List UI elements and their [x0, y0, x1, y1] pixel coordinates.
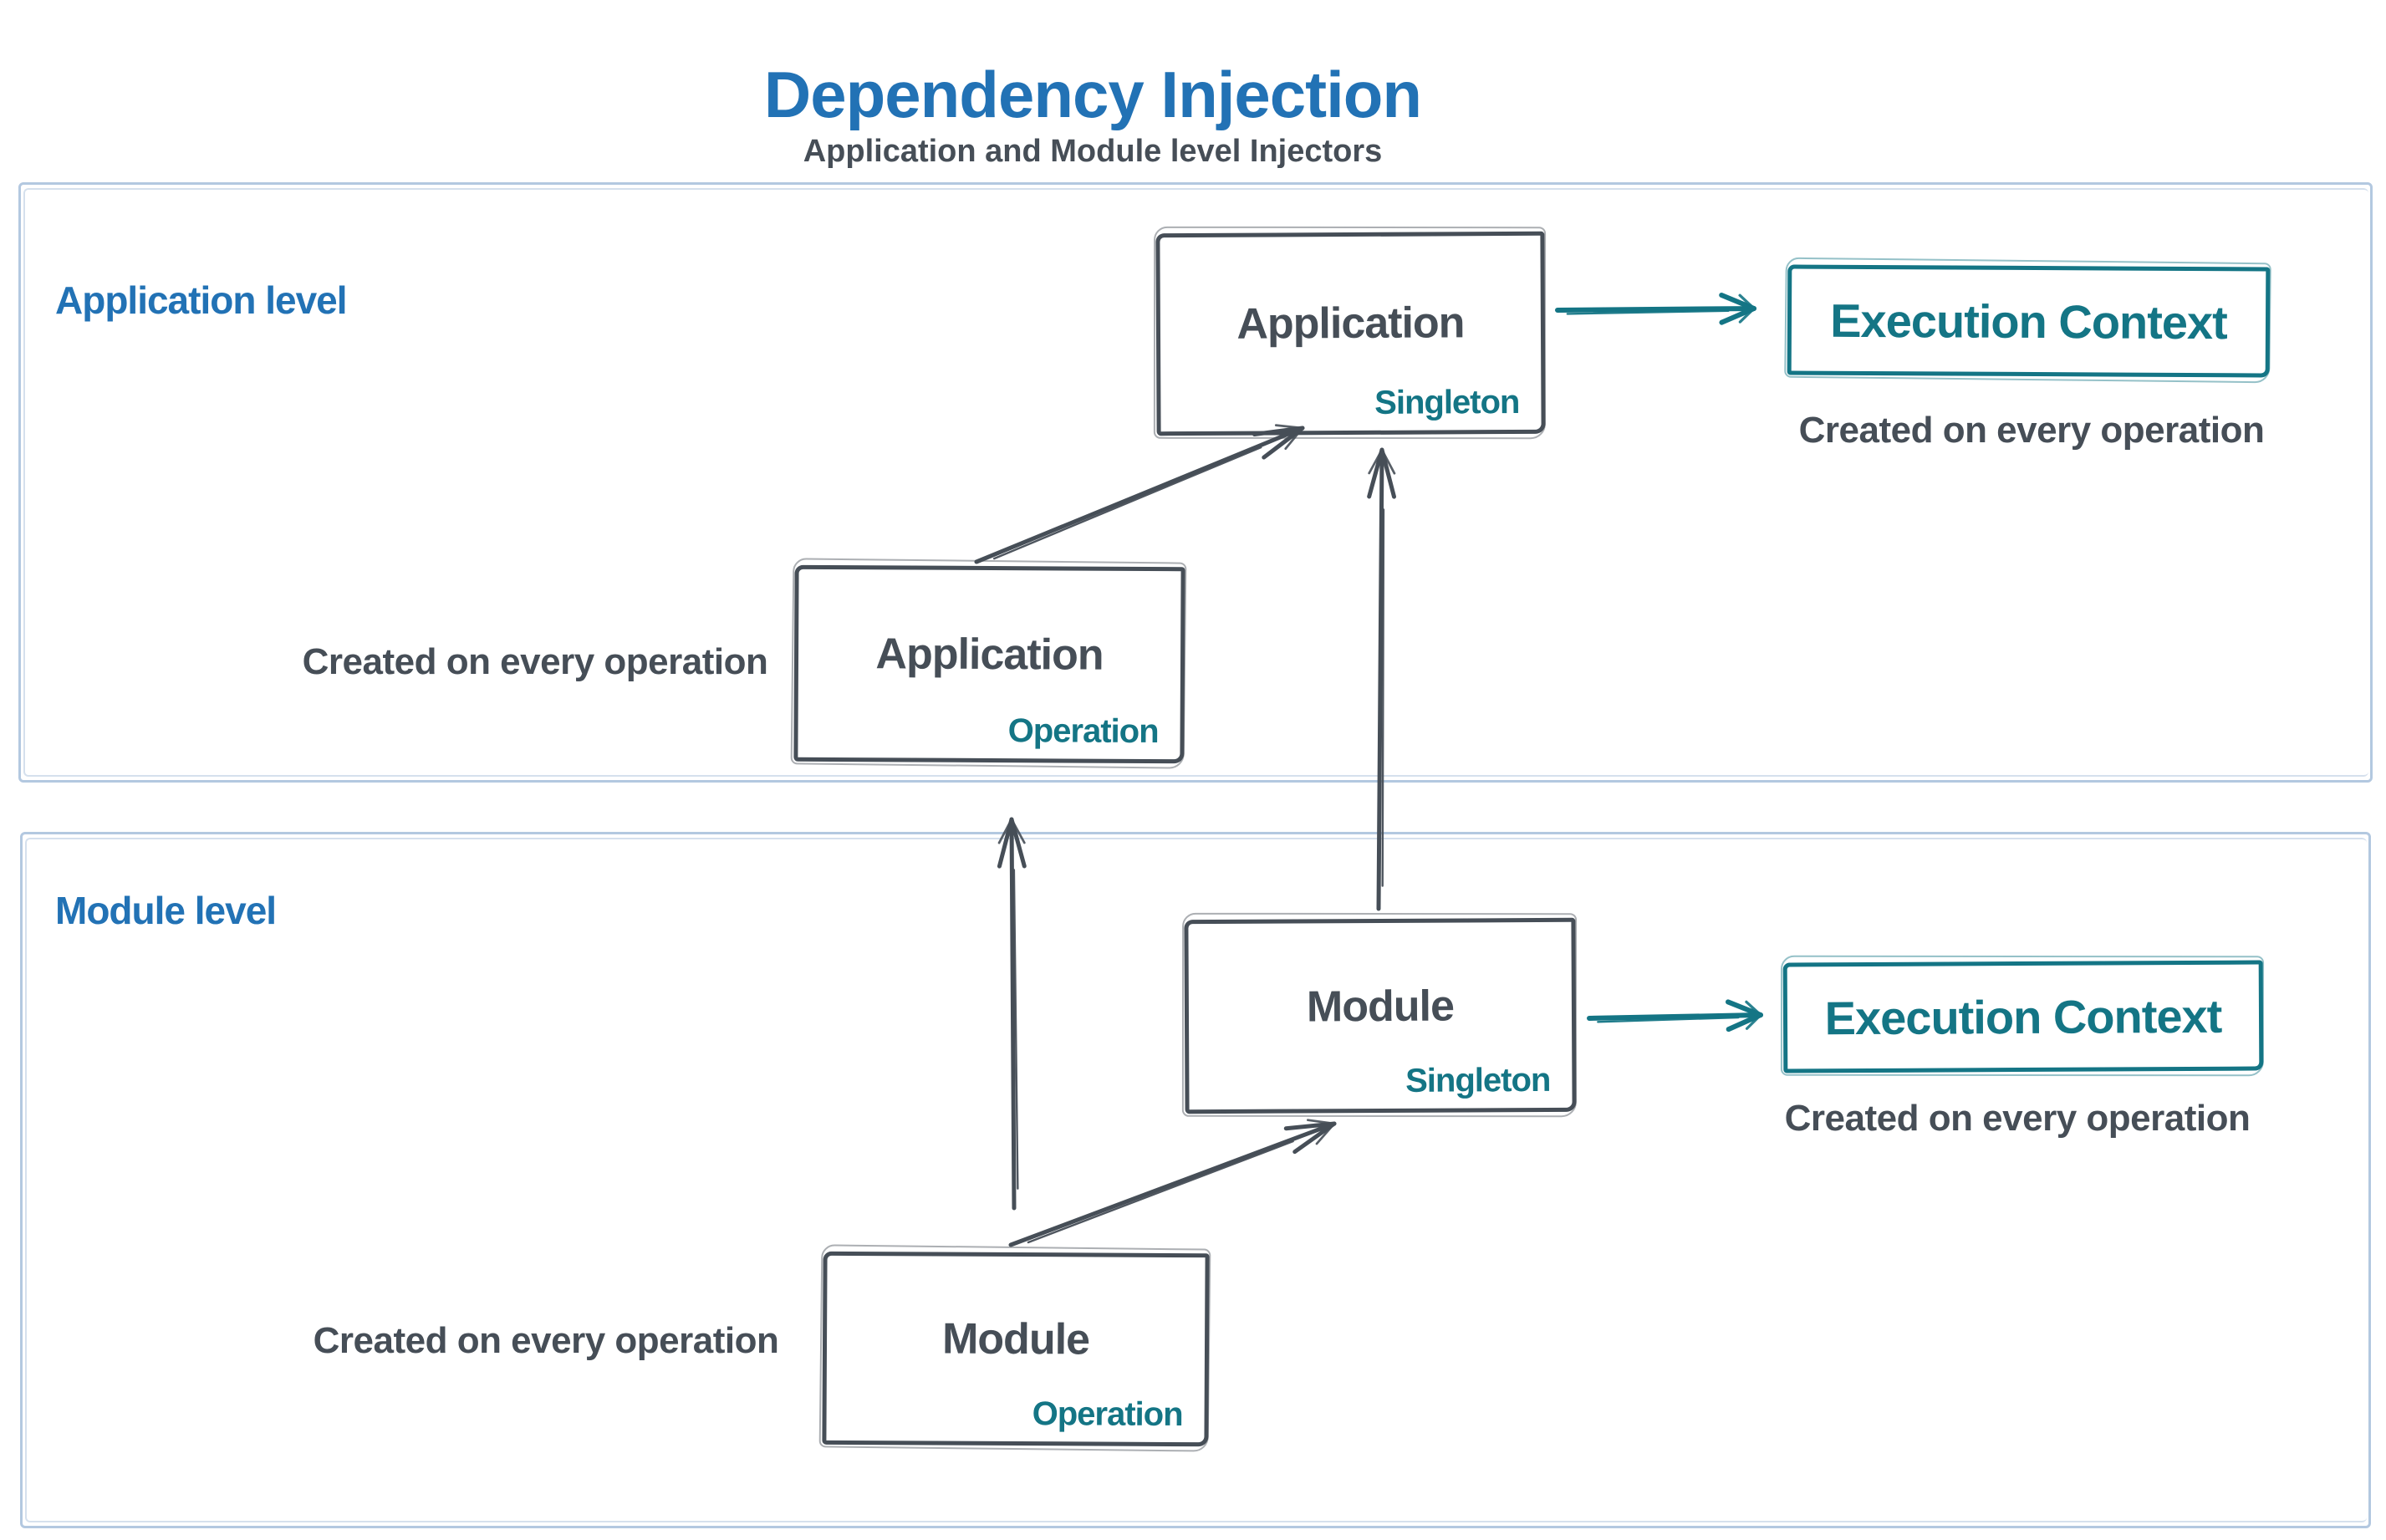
node-module-singleton: Module Singleton	[1184, 917, 1577, 1114]
node-application-operation: Application Operation	[793, 564, 1185, 764]
application-level-label: Application level	[55, 278, 348, 322]
caption-app-context: Created on every operation	[1798, 410, 2265, 451]
caption-app-operation: Created on every operation	[302, 641, 768, 682]
application-level-container	[18, 182, 2373, 783]
node-module-operation-badge: Operation	[1032, 1395, 1183, 1434]
node-module-operation-title: Module	[941, 1314, 1090, 1364]
caption-module-context: Created on every operation	[1784, 1098, 2251, 1139]
diagram-subtitle: Application and Module level Injectors	[803, 134, 1383, 169]
module-level-label: Module level	[55, 889, 277, 932]
node-module-singleton-badge: Singleton	[1405, 1061, 1551, 1099]
module-level-container	[20, 832, 2371, 1528]
node-application-operation-badge: Operation	[1007, 712, 1159, 751]
diagram-title: Dependency Injection	[763, 58, 1422, 132]
node-execution-context-module: Execution Context	[1782, 960, 2264, 1073]
node-module-operation: Module Operation	[822, 1251, 1210, 1447]
node-module-singleton-title: Module	[1306, 982, 1455, 1032]
node-application-singleton: Application Singleton	[1155, 231, 1546, 436]
caption-module-operation: Created on every operation	[313, 1320, 779, 1361]
node-execution-context-module-title: Execution Context	[1824, 989, 2222, 1044]
node-application-singleton-badge: Singleton	[1374, 383, 1520, 421]
node-execution-context-application-title: Execution Context	[1830, 293, 2227, 349]
node-application-singleton-title: Application	[1236, 298, 1465, 349]
node-execution-context-application: Execution Context	[1787, 264, 2271, 378]
node-application-operation-title: Application	[875, 630, 1104, 680]
